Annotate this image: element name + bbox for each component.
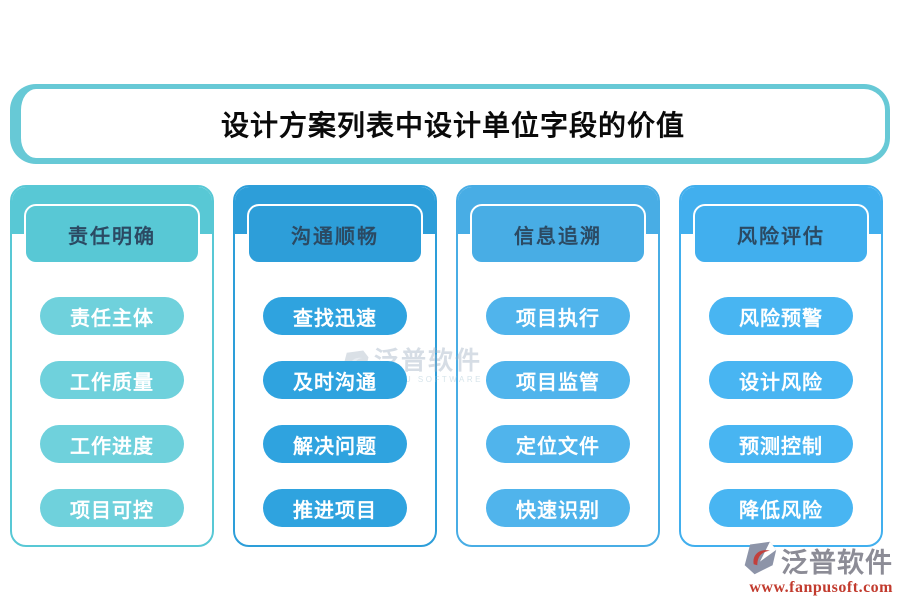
pill-item: 工作质量	[40, 361, 184, 399]
column-header: 沟通顺畅	[247, 204, 423, 264]
columns-row: 责任明确 责任主体 工作质量 工作进度 项目可控 沟通顺畅 查找迅速 及时沟通 …	[10, 185, 883, 547]
pill-item: 推进项目	[263, 489, 407, 527]
column-card-communication: 沟通顺畅 查找迅速 及时沟通 解决问题 推进项目	[233, 185, 437, 547]
brand-name: 泛普软件	[781, 548, 893, 578]
pill-item: 工作进度	[40, 425, 184, 463]
pill-item: 责任主体	[40, 297, 184, 335]
pill-item: 项目可控	[40, 489, 184, 527]
pill-list: 风险预警 设计风险 预测控制 降低风险	[709, 297, 853, 527]
pill-item: 解决问题	[263, 425, 407, 463]
column-header: 责任明确	[24, 204, 200, 264]
pill-item: 定位文件	[486, 425, 630, 463]
pill-item: 及时沟通	[263, 361, 407, 399]
pill-list: 责任主体 工作质量 工作进度 项目可控	[40, 297, 184, 527]
column-header: 风险评估	[693, 204, 869, 264]
fanpu-logo-icon	[742, 540, 778, 581]
pill-item: 设计风险	[709, 361, 853, 399]
brand-url: www.fanpusoft.com	[749, 579, 893, 596]
pill-item: 项目执行	[486, 297, 630, 335]
brand-logo-block: 泛普软件 www.fanpusoft.com	[742, 540, 893, 597]
column-card-responsibility: 责任明确 责任主体 工作质量 工作进度 项目可控	[10, 185, 214, 547]
pill-item: 快速识别	[486, 489, 630, 527]
pill-item: 降低风险	[709, 489, 853, 527]
watermark-subtext: FANPU SOFTWARE	[374, 375, 483, 384]
title-banner: 设计方案列表中设计单位字段的价值	[10, 84, 890, 164]
pill-list: 项目执行 项目监管 定位文件 快速识别	[486, 297, 630, 527]
column-card-risk: 风险评估 风险预警 设计风险 预测控制 降低风险	[679, 185, 883, 547]
page-title: 设计方案列表中设计单位字段的价值	[220, 109, 685, 141]
column-header: 信息追溯	[470, 204, 646, 264]
pill-list: 查找迅速 及时沟通 解决问题 推进项目	[263, 297, 407, 527]
column-card-traceability: 信息追溯 项目执行 项目监管 定位文件 快速识别	[456, 185, 660, 547]
pill-item: 查找迅速	[263, 297, 407, 335]
pill-item: 预测控制	[709, 425, 853, 463]
pill-item: 风险预警	[709, 297, 853, 335]
pill-item: 项目监管	[486, 361, 630, 399]
